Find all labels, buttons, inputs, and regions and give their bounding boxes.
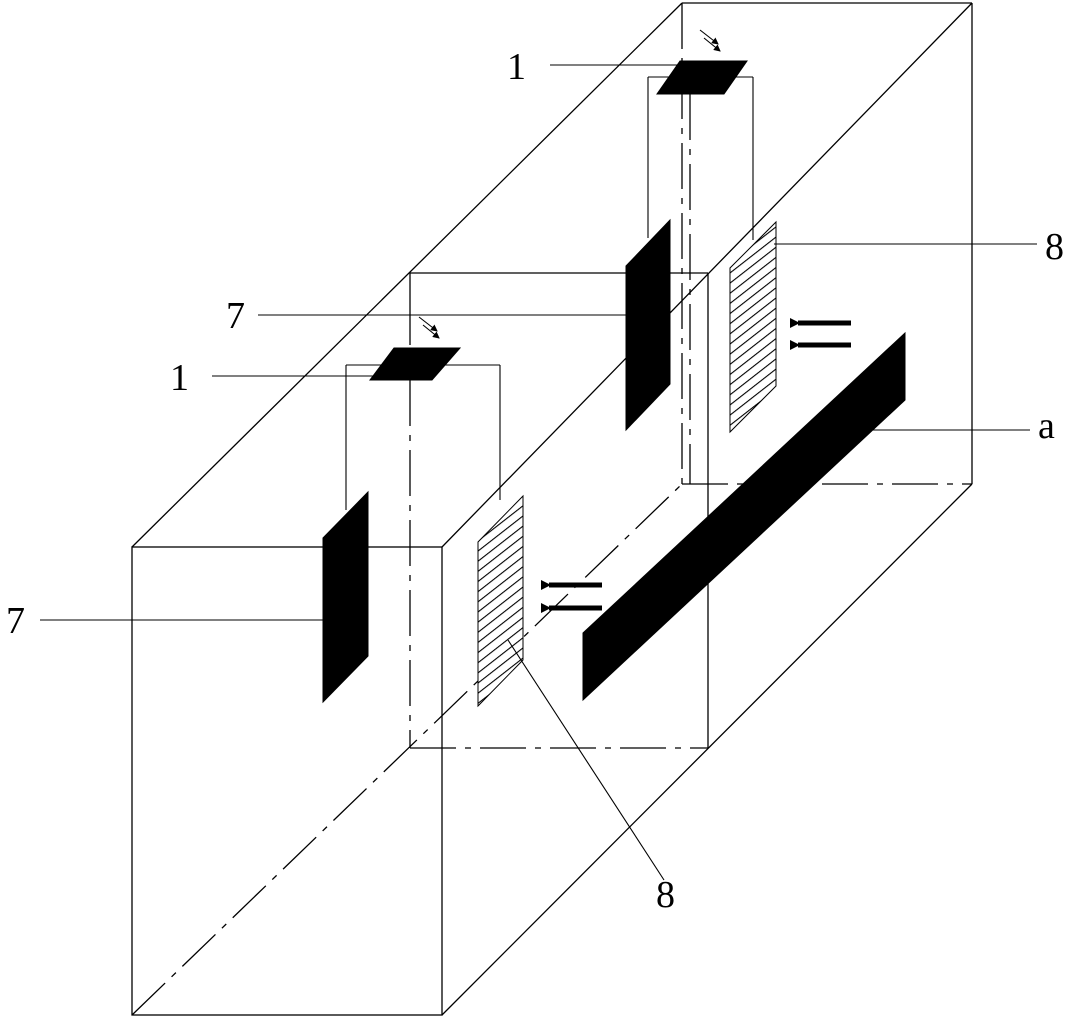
receiver-grating-front — [477, 494, 524, 708]
flow-arrows — [541, 318, 851, 613]
label-sensor-bottom: 1 — [170, 357, 189, 399]
label-target: a — [1038, 405, 1055, 447]
labels: 1 1 7 7 8 8 a — [6, 46, 1064, 916]
light-ray-front-1 — [418, 316, 438, 332]
label-sensor-top: 1 — [507, 46, 526, 88]
light-ray-rear-1 — [699, 29, 719, 45]
sensor-assembly-rear — [625, 29, 777, 484]
light-ray-rear-2 — [703, 37, 721, 52]
leader-lines — [40, 64, 1037, 881]
receiver-grating-rear — [729, 220, 777, 434]
emitter-plate-front — [322, 490, 369, 704]
outer-box-bottom-right-edge — [441, 483, 973, 1016]
outer-box-top-right-edge — [441, 2, 973, 548]
sensor-plate-front — [369, 347, 462, 381]
emitter-plate-rear — [625, 218, 671, 432]
outer-box-hidden-bottom-diagonal — [131, 483, 683, 1016]
sensor-assembly-front — [322, 316, 524, 708]
label-receiver-top: 8 — [1045, 226, 1064, 268]
light-ray-front-2 — [422, 324, 440, 339]
label-emitter-top: 7 — [226, 295, 245, 337]
label-emitter-bottom: 7 — [6, 600, 25, 642]
outer-box — [131, 2, 973, 1016]
outer-box-top-left-edge — [131, 2, 683, 548]
sensor-plate-rear — [656, 60, 748, 95]
outer-box-front-face — [131, 546, 443, 1016]
target-bar-a — [582, 331, 906, 702]
label-receiver-bottom: 8 — [656, 874, 675, 916]
leader-receiver-bottom — [507, 639, 665, 881]
